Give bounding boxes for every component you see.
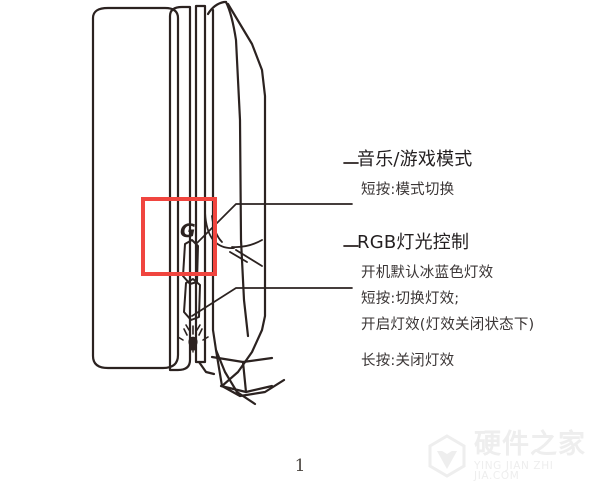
watermark-chinese: 硬件之家 bbox=[474, 428, 586, 460]
page-number: 1 bbox=[294, 456, 306, 476]
leader-line-rgb bbox=[191, 287, 353, 317]
callout-mode-line-1: 短按:模式切换 bbox=[361, 182, 455, 198]
hexagon-diamond-logo bbox=[428, 434, 466, 478]
callout-rgb-spacer bbox=[357, 338, 534, 348]
watermark-latin: YING JIAN ZHI JIA.COM bbox=[474, 459, 554, 482]
device-logo-text: G bbox=[180, 220, 196, 242]
callout-mode-title: 音乐/游戏模式 bbox=[357, 149, 473, 170]
watermark: 硬件之家 YING JIAN ZHI JIA.COM bbox=[424, 428, 596, 484]
callout-rgb-line-2: 短按:切换灯效; bbox=[361, 291, 460, 307]
front-housing bbox=[197, 0, 286, 406]
callout-mode: 音乐/游戏模式 短按:模式切换 bbox=[357, 149, 472, 203]
callout-rgb-title: RGB灯光控制 bbox=[357, 232, 470, 253]
red-highlight-rectangle bbox=[141, 197, 217, 276]
lightbulb-icon bbox=[177, 324, 209, 353]
callout-rgb-line-4: 长按:关闭灯效 bbox=[361, 353, 455, 369]
callout-rgb-line-3: 开启灯效(灯效关闭状态下) bbox=[361, 317, 535, 333]
device-brand-logo: G bbox=[180, 220, 196, 242]
watermark-text: 硬件之家 YING JIAN ZHI JIA.COM bbox=[474, 431, 596, 482]
leader-dash bbox=[343, 162, 359, 247]
rgb-button-recess bbox=[183, 278, 201, 321]
callout-rgb: RGB灯光控制 开机默认冰蓝色灯效 短按:切换灯效; 开启灯效(灯效关闭状态下)… bbox=[357, 232, 534, 374]
callout-rgb-line-1: 开机默认冰蓝色灯效 bbox=[361, 265, 494, 281]
leader-line-mode bbox=[195, 203, 353, 245]
